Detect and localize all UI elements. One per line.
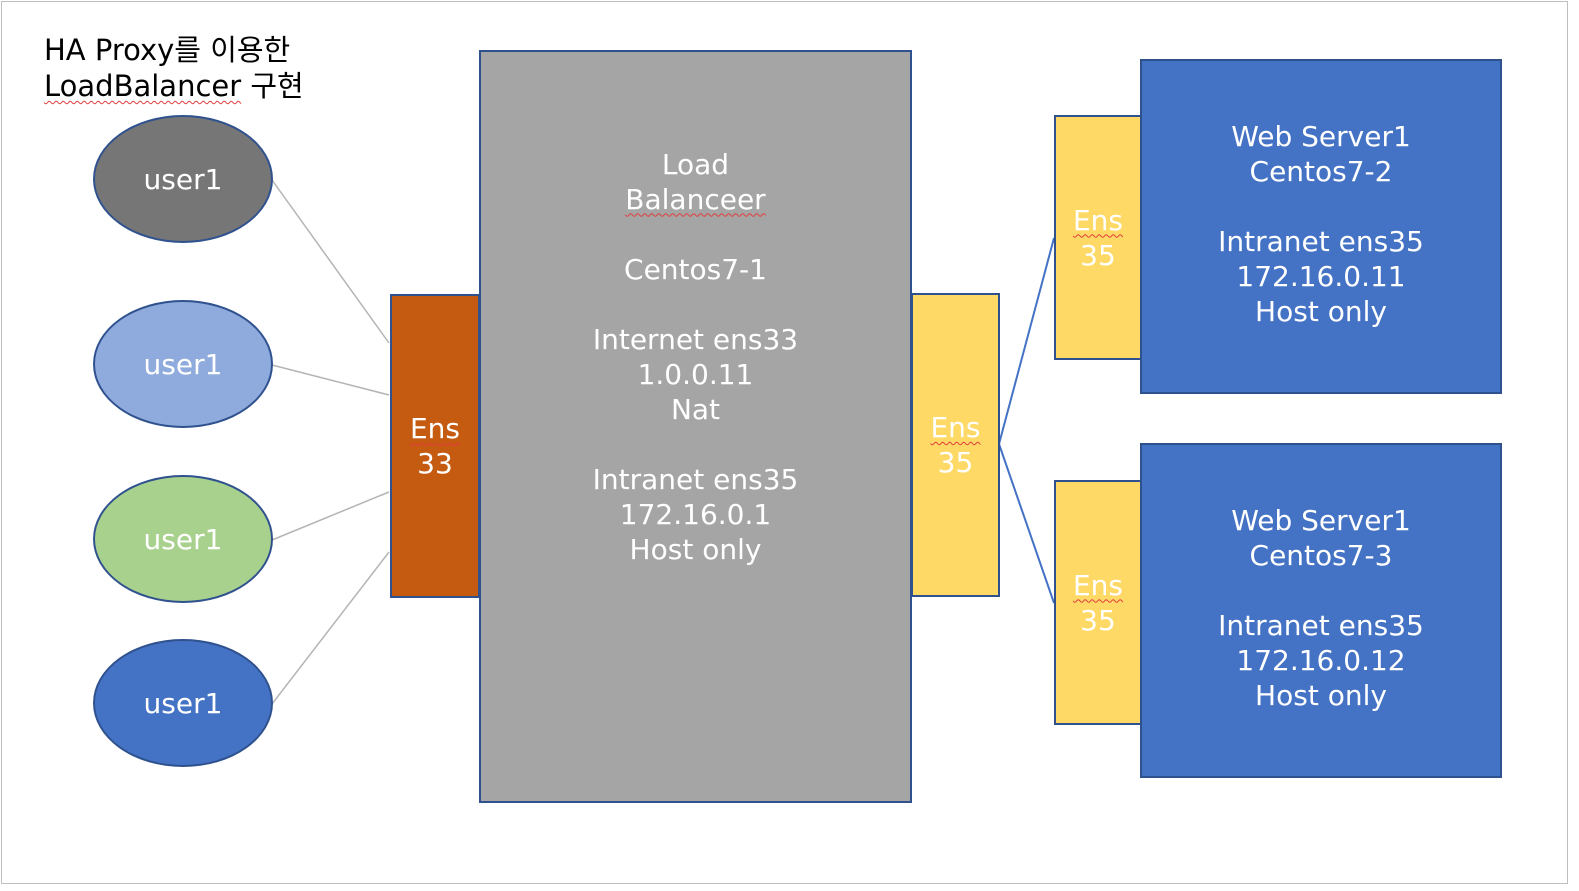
interface-name: Ens [1072,203,1124,237]
user-node-label: user1 [143,162,223,196]
lb-os-name: Centos7-1 [624,252,767,286]
web-server-ip: 172.16.0.12 [1236,643,1406,677]
connector-lb-to-ws1 [998,237,1055,445]
lb-line-2: Balanceer [625,182,766,216]
web-server-ip: 172.16.0.11 [1236,259,1406,293]
user-node-3: user1 [93,475,273,603]
connector-user2-to-ens33 [271,364,390,396]
web-server-os: Centos7-3 [1249,538,1393,572]
connector-lb-to-ws2 [998,443,1055,604]
connector-user3-to-ens33 [271,491,390,541]
web-server-1-box: Web Server1 Centos7-2 Intranet ens35 172… [1140,59,1502,394]
title-word-loadbalancer: LoadBalancer [44,69,242,103]
title-word-rest: 구현 [241,69,304,103]
lb-intranet-mode: Host only [629,532,762,566]
lb-internet-mode: Nat [670,392,721,426]
lb-interface-ens33: Ens 33 [390,294,480,598]
interface-number: 35 [1080,238,1116,272]
web-server-mode: Host only [1255,678,1387,712]
interface-number: 33 [417,447,453,480]
interface-name: Ens [1072,568,1124,602]
web-server-iface: Intranet ens35 [1218,608,1424,642]
connector-user4-to-ens33 [271,551,390,705]
user-node-label: user1 [143,686,223,720]
interface-name: Ens [930,411,981,444]
lb-intranet-ip: 172.16.0.1 [619,497,772,531]
web-server-iface: Intranet ens35 [1218,224,1424,258]
user-node-2: user1 [93,300,273,428]
lb-intranet-iface: Intranet ens35 [592,462,799,496]
user-node-4: user1 [93,639,273,767]
load-balancer-box: Load Balanceer Centos7-1 Internet ens33 … [479,50,912,803]
web-server-title: Web Server1 [1231,119,1411,153]
lb-internet-iface: Internet ens33 [592,322,799,356]
title-line-2: LoadBalancer 구현 [44,68,304,104]
interface-number: 35 [937,446,974,479]
connector-user1-to-ens33 [271,179,390,344]
user-node-label: user1 [143,347,223,381]
lb-interface-ens35: Ens 35 [911,293,1000,597]
user-node-label: user1 [143,522,223,556]
lb-line-1: Load [661,147,730,181]
interface-number: 35 [1080,603,1116,637]
web-server-1-interface: Ens 35 [1054,115,1142,360]
title-line-1: HA Proxy를 이용한 [44,33,291,67]
web-server-title: Web Server1 [1231,503,1411,537]
web-server-os: Centos7-2 [1249,154,1393,188]
web-server-2-box: Web Server1 Centos7-3 Intranet ens35 172… [1140,443,1502,778]
interface-name: Ens [409,412,461,445]
web-server-2-interface: Ens 35 [1054,480,1142,725]
lb-internet-ip: 1.0.0.11 [637,357,754,391]
user-node-1: user1 [93,115,273,243]
web-server-mode: Host only [1255,294,1387,328]
diagram-title: HA Proxy를 이용한 LoadBalancer 구현 [44,32,304,104]
